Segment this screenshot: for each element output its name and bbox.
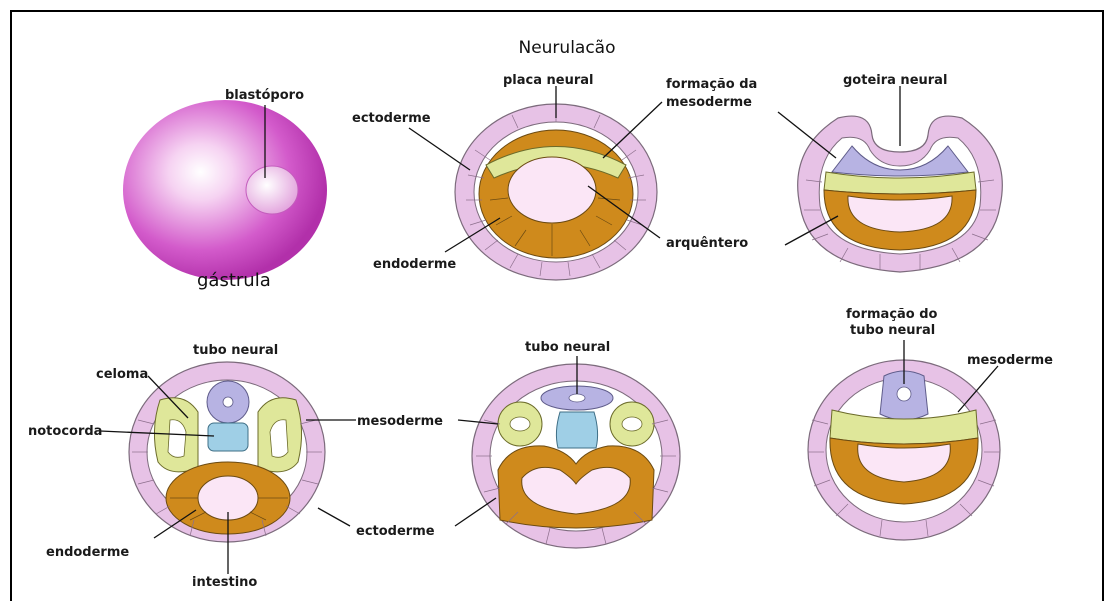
figure-frame [10, 10, 1104, 601]
